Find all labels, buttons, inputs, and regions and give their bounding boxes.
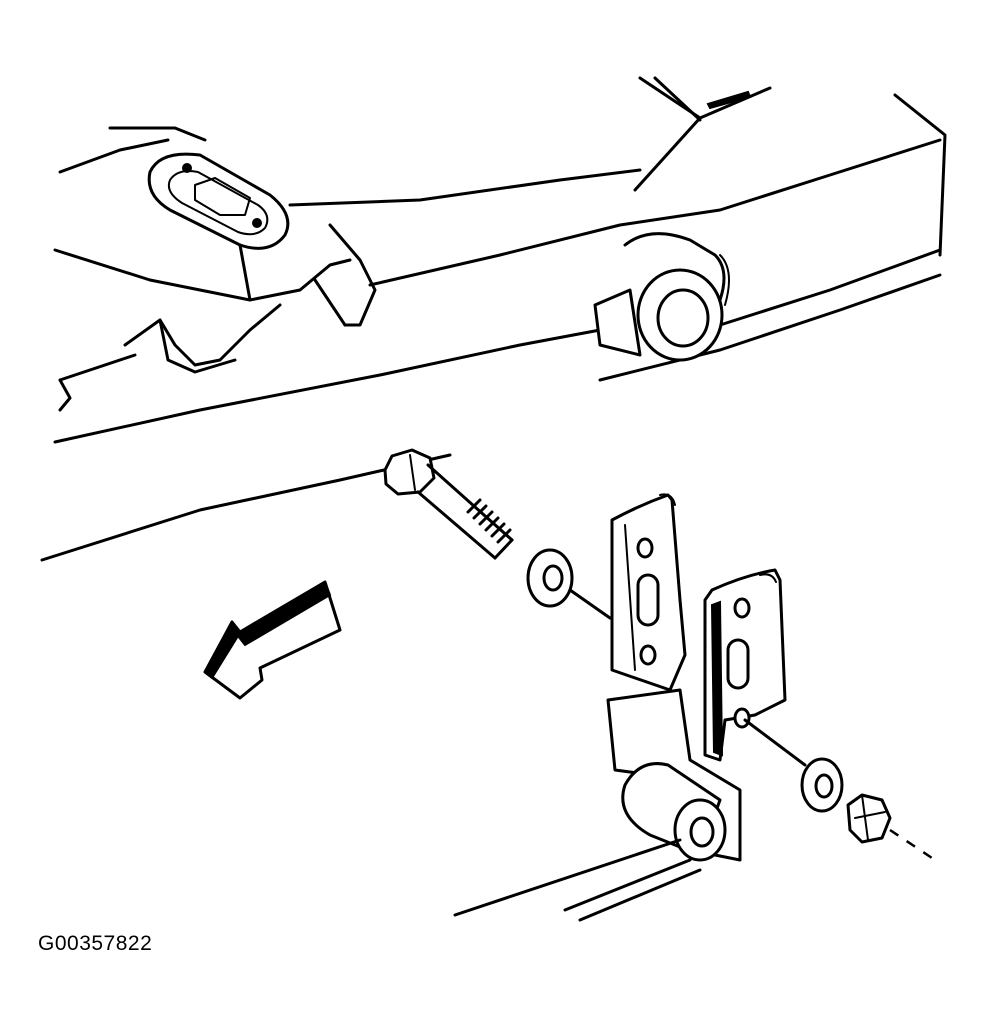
figure-id-label: G00357822 [38, 932, 153, 955]
bolt [383, 448, 514, 560]
mounting-pad [123, 152, 377, 374]
nut [846, 793, 892, 844]
bolt-axis-rear [743, 718, 807, 767]
washer-lower [800, 757, 844, 813]
washer-upper [526, 548, 574, 608]
bolt-axis [568, 588, 612, 620]
forward-direction-arrow-icon [203, 580, 342, 700]
lower-bushing [453, 762, 727, 922]
rail-bushing [593, 232, 730, 362]
bolt-axis-end [889, 828, 936, 862]
frame-rail [40, 76, 947, 562]
